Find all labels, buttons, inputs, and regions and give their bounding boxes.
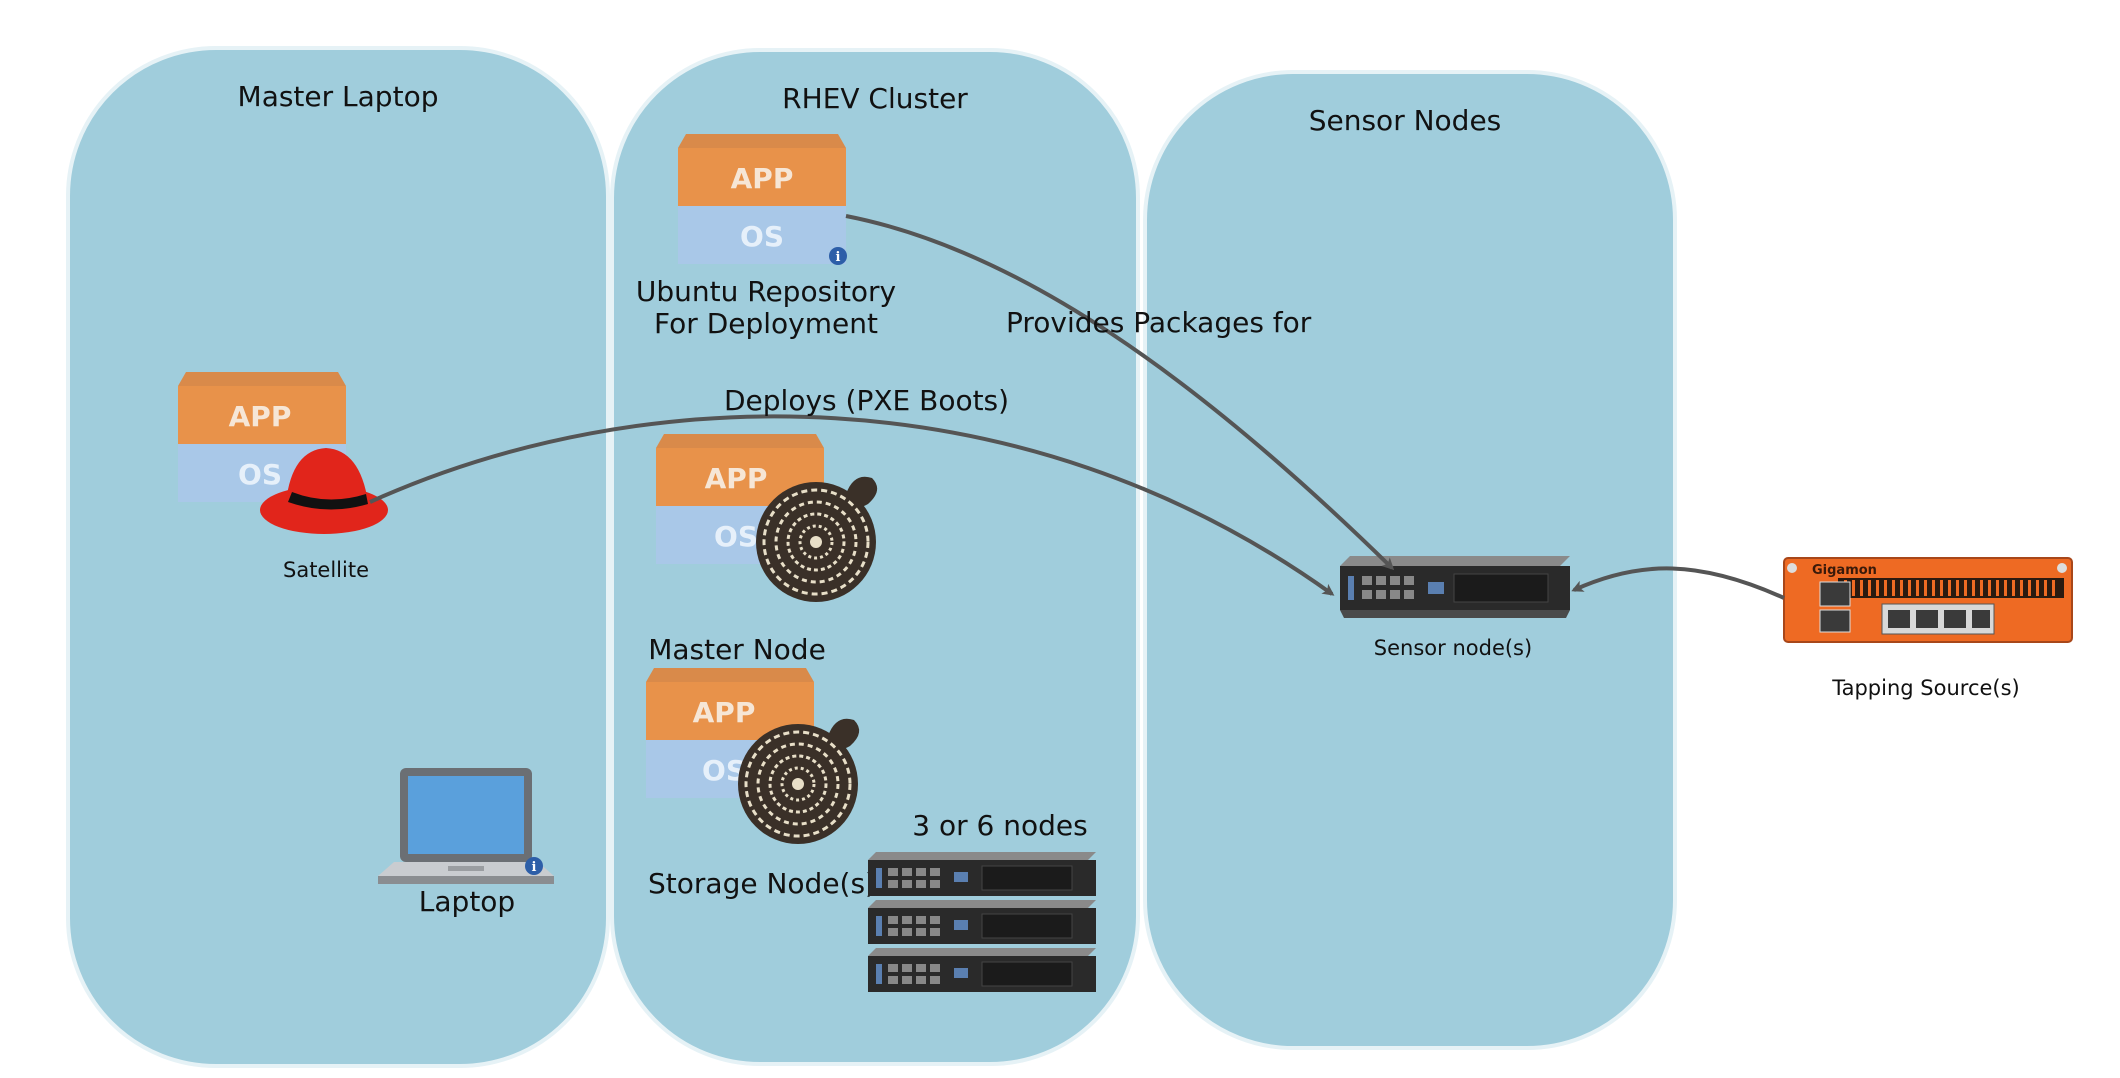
zone-title-master-laptop: Master Laptop (237, 80, 439, 113)
svg-text:APP: APP (229, 400, 292, 433)
laptop-label: Laptop (418, 885, 516, 918)
sensor-node-label: Sensor node(s) (1373, 636, 1533, 660)
edge-satellite-to-sensor (369, 414, 1335, 596)
edge-ubuntu-to-sensor (845, 214, 1395, 571)
svg-text:i: i (532, 860, 537, 875)
edge-label-provides-packages: Provides Packages for (1006, 306, 1312, 339)
info-icon (525, 857, 543, 875)
zone-master-laptop (66, 46, 610, 1068)
gigamon-tap-icon: Gigamon (1783, 557, 2073, 643)
master-node-label: Master Node (648, 633, 826, 666)
satellite-label: Satellite (282, 558, 370, 582)
redhat-icon (260, 448, 388, 534)
edge-tap-to-sensor (1571, 566, 1785, 600)
info-icon (829, 247, 847, 265)
svg-text:OS: OS (740, 220, 784, 253)
sensor-node-icon (1340, 556, 1570, 618)
vm-icon-ubuntu-repo: APP OS i (678, 134, 847, 265)
tapping-source-label: Tapping Source(s) (1832, 676, 2020, 700)
svg-text:i: i (836, 250, 841, 265)
binary-disk-icon (738, 718, 860, 844)
node-count-label: 3 or 6 nodes (912, 809, 1088, 842)
svg-text:APP: APP (731, 162, 794, 195)
zone-title-rhev-cluster: RHEV Cluster (782, 82, 968, 115)
ubuntu-repo-label-line1: Ubuntu Repository (635, 275, 897, 308)
laptop-icon: i (378, 768, 554, 884)
ubuntu-repo-label-line2: For Deployment (654, 307, 878, 340)
svg-text:OS: OS (238, 458, 282, 491)
server-stack-icon (868, 852, 1096, 992)
svg-text:APP: APP (705, 462, 768, 495)
svg-text:OS: OS (714, 520, 758, 553)
binary-disk-icon (756, 476, 878, 602)
storage-nodes-label: Storage Node(s) (648, 867, 876, 900)
svg-text:APP: APP (693, 696, 756, 729)
zone-title-sensor-nodes: Sensor Nodes (1308, 104, 1502, 137)
edge-label-deploys: Deploys (PXE Boots) (724, 384, 1010, 417)
svg-text:Gigamon: Gigamon (1812, 563, 1877, 578)
